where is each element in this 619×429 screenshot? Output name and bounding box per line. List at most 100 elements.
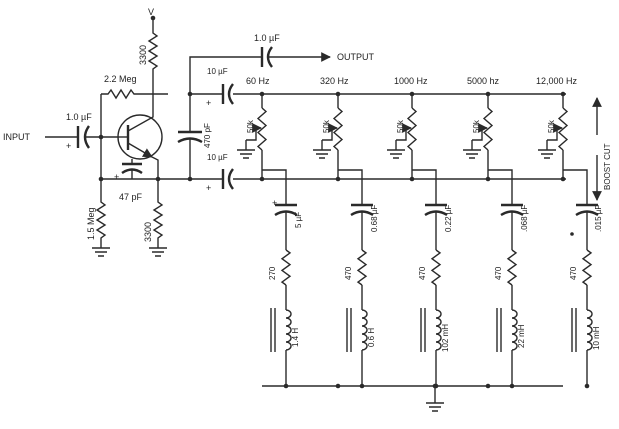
leg-lead — [563, 169, 588, 205]
eq-band-60hz: 60 Hz 50k 5 µF 270 1.4 H + — [237, 76, 303, 389]
leg-resistor — [356, 249, 368, 286]
leg-lead — [488, 169, 513, 205]
band-pot-value: 50k — [396, 119, 405, 133]
band-frequency: 60 Hz — [246, 76, 270, 86]
boost-cut-indicator: BOOST CUT — [592, 97, 612, 201]
eq-band-320hz: 320 Hz 50k 0.68 µF 470 0.6 H — [313, 76, 379, 389]
vcc-supply: V — [148, 7, 156, 27]
leg-lead — [412, 169, 437, 205]
band-res-value: 470 — [344, 266, 353, 280]
emitter-resistor: 3300 — [143, 179, 167, 257]
pot-wiper — [547, 123, 563, 141]
leg-resistor — [430, 249, 442, 286]
pot-wiper — [246, 123, 262, 141]
leg-resistor — [506, 249, 518, 286]
potentiometer — [332, 107, 344, 151]
potentiometer — [256, 107, 268, 151]
band-frequency: 320 Hz — [320, 76, 349, 86]
coupling-cap-top-label: 10 µF — [207, 67, 228, 76]
band-ind-value: 22 mH — [517, 324, 526, 348]
pot-wiper — [322, 123, 338, 141]
band-res-value: 270 — [268, 266, 277, 280]
return-bus-node — [584, 383, 590, 389]
band-frequency: 1000 Hz — [394, 76, 428, 86]
band-pot-value: 50k — [322, 119, 331, 133]
band-frequency: 12,000 Hz — [536, 76, 578, 86]
band-pot-value: 50k — [547, 119, 556, 133]
band-ind-value: 1.4 H — [291, 328, 300, 347]
bias-resistor-label: 1.5 Meg — [86, 207, 96, 240]
eq-band-12000hz: 12,000 Hz 50k .015 µF 470 10 mH — [536, 76, 603, 389]
return-bus — [262, 383, 563, 412]
collector-resistor: 3300 — [138, 27, 159, 94]
vcc-label: V — [148, 7, 154, 17]
coupling-cap-bottom-label: 10 µF — [207, 153, 228, 162]
band-res-value: 470 — [418, 266, 427, 280]
input-cap-label: 1.0 µF — [66, 112, 92, 122]
emitter-resistor-label: 3300 — [143, 222, 153, 242]
band-pot-value: 50k — [246, 119, 255, 133]
band-res-value: 470 — [494, 266, 503, 280]
coupling-capacitor-top: 10 µF + — [206, 67, 234, 108]
pot-wiper — [396, 123, 412, 141]
base-capacitor: 47 pF + — [114, 159, 143, 202]
potentiometer — [557, 107, 569, 151]
boost-cut-label: BOOST CUT — [603, 143, 612, 190]
potentiometer — [482, 107, 494, 151]
leg-resistor — [280, 249, 292, 286]
leg-inductor — [511, 309, 518, 351]
ground-symbol — [463, 149, 481, 159]
inductor-core — [270, 308, 276, 352]
band-ind-value: 0.6 H — [367, 328, 376, 347]
collector-resistor-label: 3300 — [138, 45, 148, 65]
band-cap-value: 5 µF — [294, 212, 303, 228]
transistor — [117, 94, 163, 179]
coupling-capacitor-bottom: 10 µF + — [206, 153, 234, 193]
bottom-bus — [98, 176, 566, 182]
ground-symbol — [538, 149, 556, 159]
leg-lead — [338, 169, 363, 205]
band-frequency: 5000 hz — [467, 76, 500, 86]
output-label: OUTPUT — [337, 52, 375, 62]
pot-wiper — [472, 123, 488, 141]
base-cap-plus: + — [114, 172, 119, 182]
input-path: INPUT 1.0 µF + — [3, 112, 118, 151]
leg-inductor — [361, 309, 368, 351]
coupling-cap-bottom-plus: + — [206, 183, 211, 193]
eq-band-5000hz: 5000 hz 50k .068 µF 470 22 mH — [463, 76, 529, 389]
band-cap-value: .015 µF — [594, 205, 603, 232]
feedback-resistor-label: 2.2 Meg — [104, 74, 137, 84]
inductor-core — [496, 308, 502, 352]
band-ind-value: 10 mH — [592, 326, 601, 350]
band-cap-value: 0.22 µF — [444, 205, 453, 232]
miller-capacitor: 470 pF — [177, 94, 212, 179]
leg-inductor — [435, 309, 442, 351]
bias-resistor: 1.5 Meg — [86, 179, 110, 257]
band-cap-plus: + — [272, 198, 277, 208]
coupling-cap-top-plus: + — [206, 98, 211, 108]
band-cap-value: .068 µF — [520, 205, 529, 232]
ground-symbol — [387, 149, 405, 159]
input-cap-plus: + — [66, 141, 71, 151]
inductor-core — [346, 308, 352, 352]
inductor-core — [420, 308, 426, 352]
leg-lead — [262, 169, 287, 205]
band-cap-value: 0.68 µF — [370, 205, 379, 232]
inductor-core — [571, 308, 577, 352]
leg-inductor — [586, 309, 593, 351]
miller-cap-label: 470 pF — [203, 123, 212, 148]
ground-symbol — [313, 149, 331, 159]
band-pot-value: 50k — [472, 119, 481, 133]
band-res-value: 470 — [569, 266, 578, 280]
output-cap-label: 1.0 µF — [254, 33, 280, 43]
base-cap-label: 47 pF — [119, 192, 143, 202]
band-ind-value: 102 mH — [441, 324, 450, 352]
potentiometer — [406, 107, 418, 151]
leg-inductor — [285, 309, 292, 351]
leg-resistor — [581, 249, 593, 286]
input-label: INPUT — [3, 132, 31, 142]
top-bus — [137, 91, 566, 97]
output-path: 1.0 µF OUTPUT — [189, 33, 375, 94]
eq-bands: 60 Hz 50k 5 µF 270 1.4 H + 320 Hz 50k 0.… — [237, 76, 603, 389]
